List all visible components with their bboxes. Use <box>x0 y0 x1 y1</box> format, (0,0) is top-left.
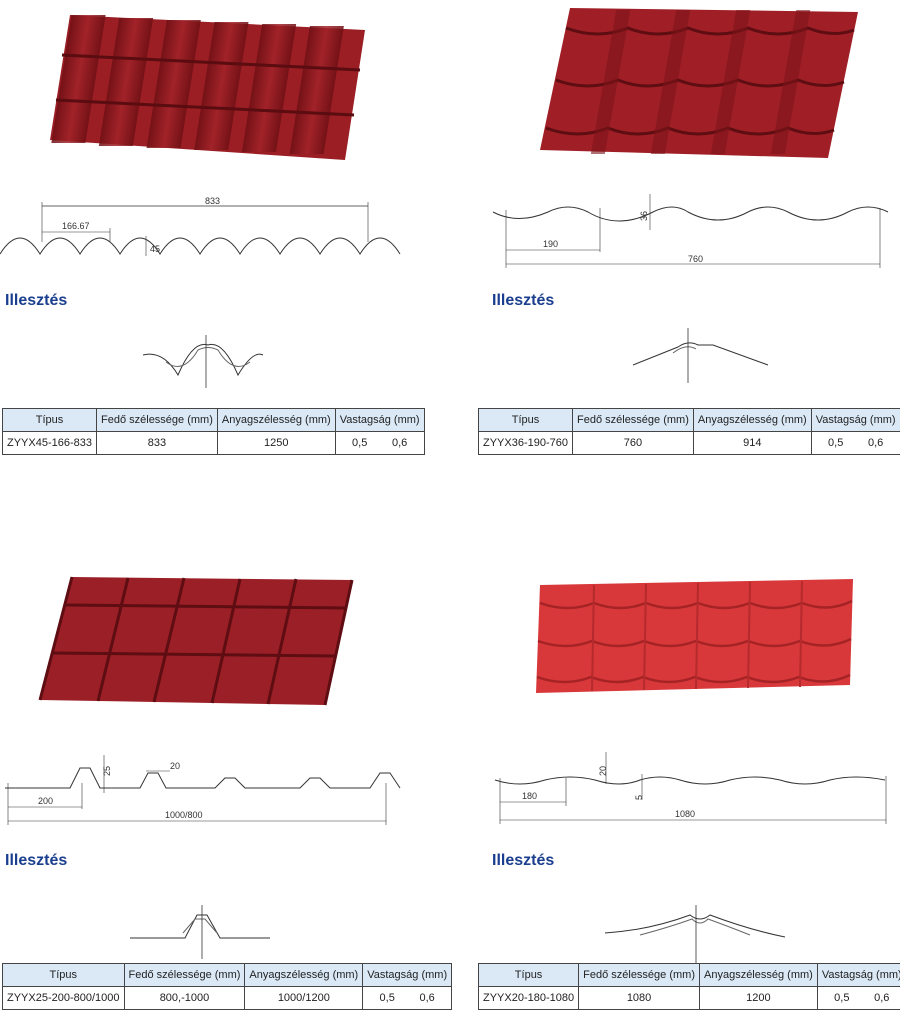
dim-label: 1080 <box>675 809 695 819</box>
cell-material-width: 1200 <box>699 986 818 1010</box>
cell-thickness: 0,5 0,6 <box>816 986 900 1010</box>
thickness-value: 0,6 <box>867 437 884 449</box>
profile-drawing-3: 25 20 200 1000/800 <box>5 755 401 825</box>
col-header-type: Típus <box>2 408 97 432</box>
dim-label: 25 <box>102 766 112 776</box>
dim-label: 190 <box>543 239 558 249</box>
cell-material-width: 914 <box>692 431 812 455</box>
thickness-value: 0,6 <box>419 992 435 1004</box>
joint-heading-2: Illesztés <box>492 292 555 309</box>
col-header-type: Típus <box>478 408 573 432</box>
col-header-cover-width: Fedő szélessége (mm) <box>96 408 218 432</box>
joint-heading-4: Illesztés <box>492 852 555 869</box>
joint-drawing-4 <box>604 905 786 963</box>
col-header-cover-width: Fedő szélessége (mm) <box>572 408 694 432</box>
cell-material-width: 1250 <box>216 431 336 455</box>
product-panel-4: 20 5 180 1080 Illesztés Típus Fedő széle… <box>477 565 900 1013</box>
dim-label: 166.67 <box>62 221 90 231</box>
dim-label: 833 <box>205 196 220 206</box>
dim-label: 36 <box>639 211 649 221</box>
profile-drawing-2: 36 190 760 <box>492 194 889 268</box>
joint-drawing-2 <box>632 328 769 383</box>
thickness-value: 0,5 <box>828 437 844 449</box>
dim-label: 45 <box>150 244 160 254</box>
product-panel-2: 36 190 760 Illesztés Típus Fedő szélessé… <box>478 0 900 470</box>
cell-thickness: 0,5 0,6 <box>810 431 900 455</box>
joint-heading-1: Illesztés <box>5 292 68 309</box>
profile-drawing-4: 20 5 180 1080 <box>494 752 887 824</box>
col-header-material-width: Anyagszélesség (mm) <box>692 408 812 432</box>
col-header-type: Típus <box>477 963 580 987</box>
col-header-cover-width: Fedő szélessége (mm) <box>578 963 700 987</box>
cell-cover-width: 1080 <box>578 986 700 1010</box>
cell-thickness: 0,5 0,6 <box>362 986 453 1010</box>
roof-sheet-image-4 <box>536 579 853 693</box>
thickness-value: 0,6 <box>874 992 890 1004</box>
roof-sheet-image-2 <box>540 8 858 158</box>
product-panel-3: 25 20 200 1000/800 Illesztés Típus Fedő … <box>0 565 453 1013</box>
col-header-thickness: Vastagság (mm) <box>816 963 900 987</box>
col-header-type: Típus <box>2 963 125 987</box>
joint-drawing-1 <box>142 335 264 388</box>
roof-sheet-image-3 <box>38 576 354 706</box>
cell-type: ZYYX25-200-800/1000 <box>2 986 125 1010</box>
thickness-value: 0,6 <box>391 437 408 449</box>
cell-thickness: 0,5 0,6 <box>334 431 425 455</box>
spec-table-4: Típus Fedő szélessége (mm) Anyagszélessé… <box>477 963 900 1010</box>
roof-sheet-image-1 <box>50 15 365 160</box>
col-header-thickness: Vastagság (mm) <box>334 408 425 432</box>
col-header-material-width: Anyagszélesség (mm) <box>244 963 364 987</box>
thickness-value: 0,5 <box>379 992 395 1004</box>
joint-heading-3: Illesztés <box>5 852 68 869</box>
dim-label: 1000/800 <box>165 810 203 820</box>
dim-label: 180 <box>522 791 537 801</box>
cell-type: ZYYX36-190-760 <box>478 431 573 455</box>
cell-cover-width: 800,-1000 <box>123 986 246 1010</box>
cell-cover-width: 760 <box>572 431 694 455</box>
spec-table-1: Típus Fedő szélessége (mm) Anyagszélessé… <box>2 408 425 455</box>
joint-drawing-3 <box>130 905 270 959</box>
thickness-value: 0,5 <box>834 992 850 1004</box>
cell-type: ZYYX45-166-833 <box>2 431 97 455</box>
col-header-cover-width: Fedő szélessége (mm) <box>123 963 246 987</box>
dim-label: 20 <box>170 761 180 771</box>
cell-type: ZYYX20-180-1080 <box>477 986 580 1010</box>
col-header-material-width: Anyagszélesség (mm) <box>699 963 818 987</box>
dim-label: 5 <box>634 795 644 800</box>
col-header-material-width: Anyagszélesség (mm) <box>216 408 336 432</box>
profile-drawing-1: 833 166.67 45 <box>0 196 401 256</box>
dim-label: 200 <box>38 796 53 806</box>
dim-label: 20 <box>598 766 608 776</box>
cell-material-width: 1000/1200 <box>244 986 364 1010</box>
thickness-value: 0,5 <box>352 437 368 449</box>
spec-table-2: Típus Fedő szélessége (mm) Anyagszélessé… <box>478 408 900 455</box>
product-panel-1: 833 166.67 45 Illesztés Típus Fedő széle… <box>0 0 440 470</box>
cell-cover-width: 833 <box>96 431 218 455</box>
spec-table-3: Típus Fedő szélessége (mm) Anyagszélessé… <box>2 963 453 1010</box>
col-header-thickness: Vastagság (mm) <box>810 408 900 432</box>
dim-label: 760 <box>688 254 703 264</box>
col-header-thickness: Vastagság (mm) <box>362 963 453 987</box>
